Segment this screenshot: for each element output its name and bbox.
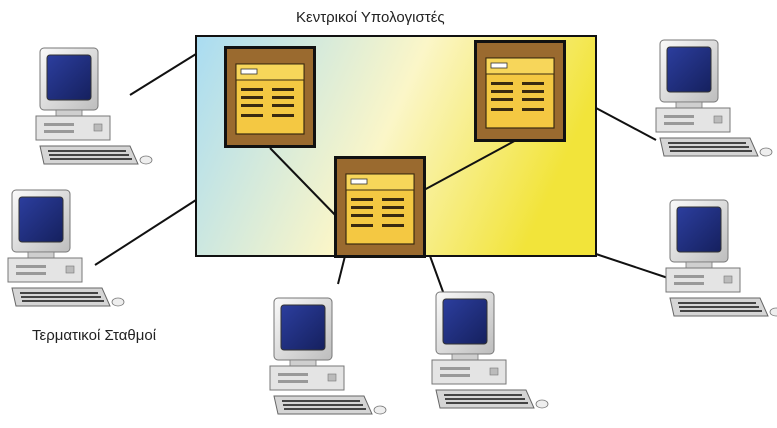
terminal-computer-icon bbox=[269, 297, 387, 415]
server-links bbox=[269, 137, 521, 221]
link-terminal-6 bbox=[595, 253, 669, 279]
terminals-label: Τερματικοί Σταθμοί bbox=[32, 327, 157, 344]
mainframe-icon bbox=[334, 156, 426, 258]
terminal-computer-icon bbox=[655, 39, 773, 157]
link-terminal-2 bbox=[94, 199, 197, 266]
mainframe-icon bbox=[474, 40, 566, 142]
terminal-computer-icon bbox=[7, 189, 125, 307]
terminal-computer-icon bbox=[35, 47, 153, 165]
terminal-computer-icon bbox=[431, 291, 549, 409]
link-terminal-3 bbox=[337, 255, 346, 285]
link-terminal-1 bbox=[129, 53, 197, 96]
link-terminal-5 bbox=[595, 107, 657, 141]
terminal-computer-icon bbox=[665, 199, 777, 317]
mainframe-icon bbox=[224, 46, 316, 148]
mainframes-label: Κεντρικοί Υπολογιστές bbox=[296, 9, 445, 26]
